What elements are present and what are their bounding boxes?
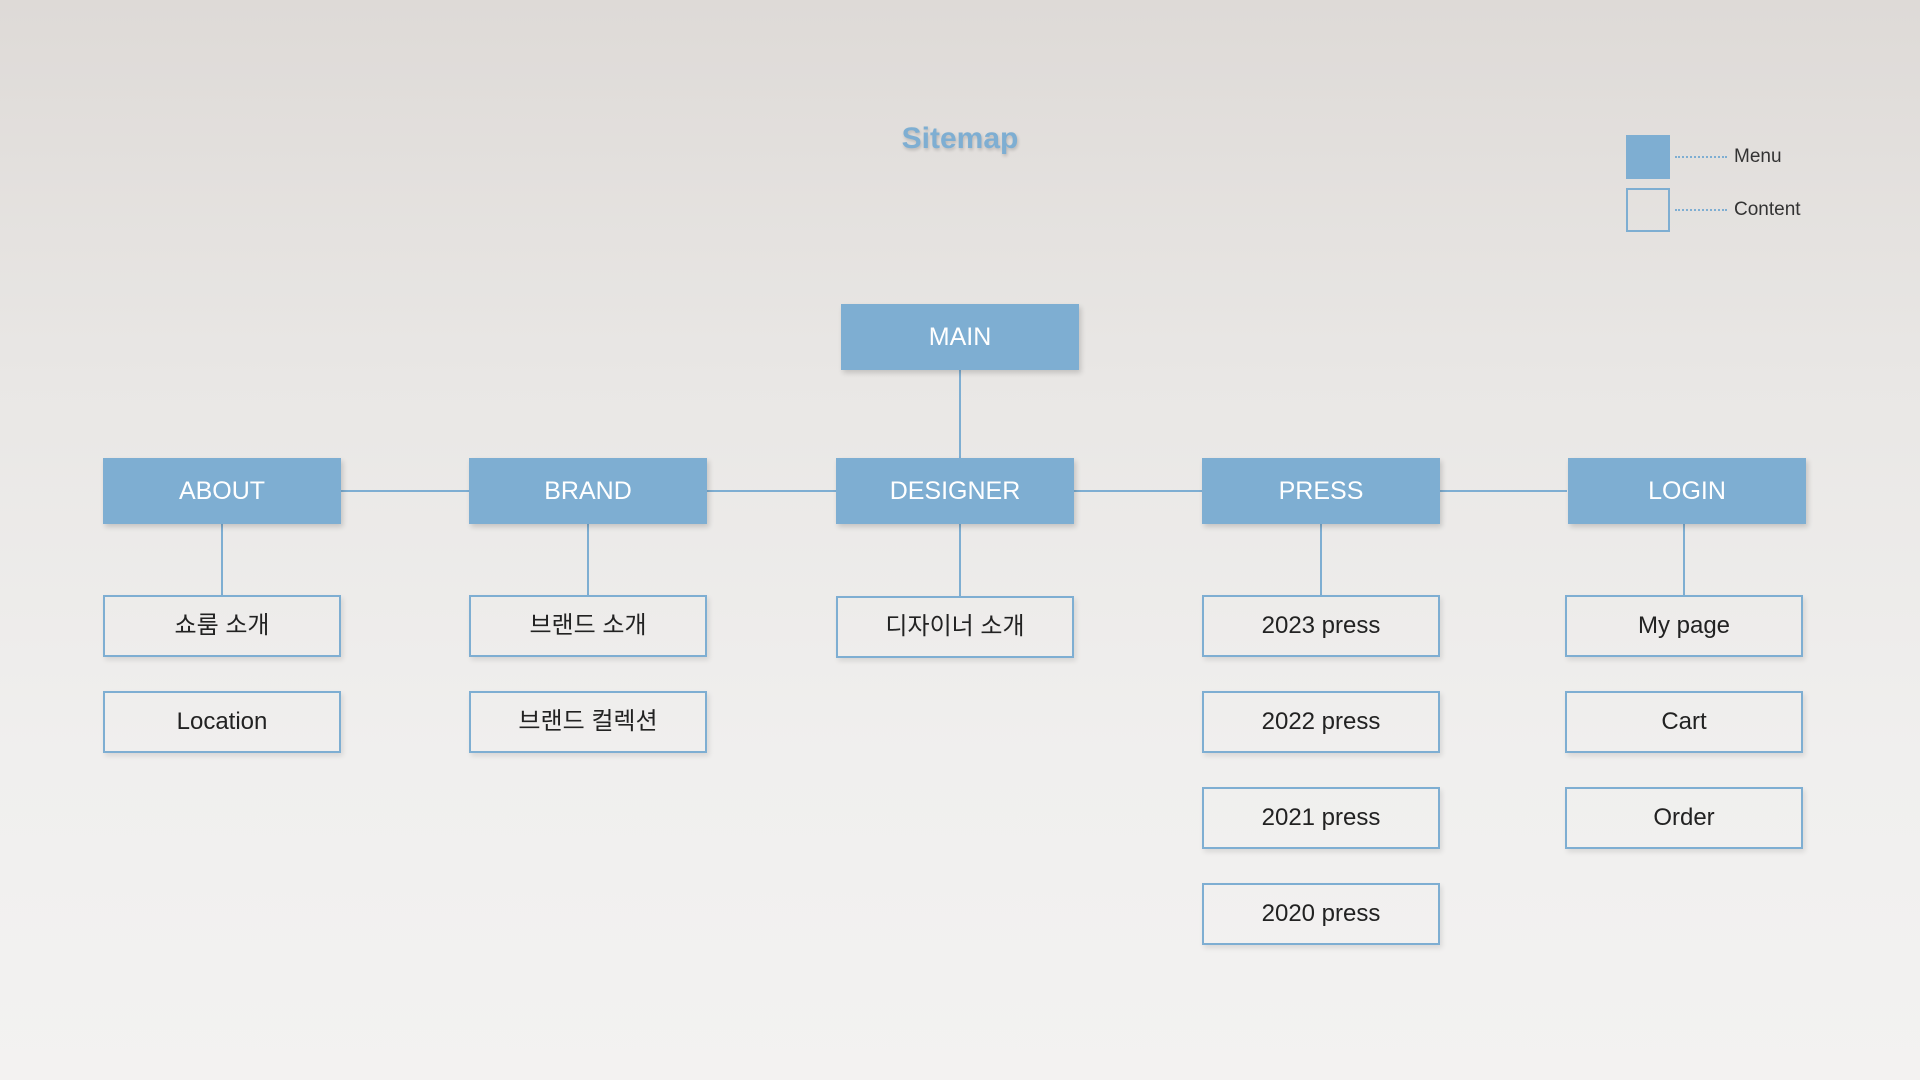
- legend-content-label: Content: [1734, 199, 1801, 220]
- node-content-press-4: 2020 press: [1202, 883, 1440, 945]
- node-content-press-1: 2023 press: [1202, 595, 1440, 657]
- node-menu-login: LOGIN: [1568, 458, 1806, 524]
- node-main: MAIN: [841, 304, 1079, 370]
- node-menu-designer: DESIGNER: [836, 458, 1074, 524]
- legend-content-connector: [1675, 209, 1727, 211]
- node-menu-about: ABOUT: [103, 458, 341, 524]
- node-content-about-2: Location: [103, 691, 341, 753]
- node-content-press-2: 2022 press: [1202, 691, 1440, 753]
- node-content-login-2: Cart: [1565, 691, 1803, 753]
- legend-menu-label: Menu: [1734, 146, 1782, 167]
- node-content-brand-1: 브랜드 소개: [469, 595, 707, 657]
- node-content-designer-1: 디자이너 소개: [836, 596, 1074, 658]
- node-content-about-1: 쇼룸 소개: [103, 595, 341, 657]
- page-title: Sitemap: [901, 122, 1019, 155]
- legend-menu-connector: [1675, 156, 1727, 158]
- node-content-login-1: My page: [1565, 595, 1803, 657]
- node-menu-press: PRESS: [1202, 458, 1440, 524]
- node-content-login-3: Order: [1565, 787, 1803, 849]
- legend-menu-swatch: [1626, 135, 1670, 179]
- node-menu-brand: BRAND: [469, 458, 707, 524]
- node-content-brand-2: 브랜드 컬렉션: [469, 691, 707, 753]
- node-content-press-3: 2021 press: [1202, 787, 1440, 849]
- legend-content-swatch: [1626, 188, 1670, 232]
